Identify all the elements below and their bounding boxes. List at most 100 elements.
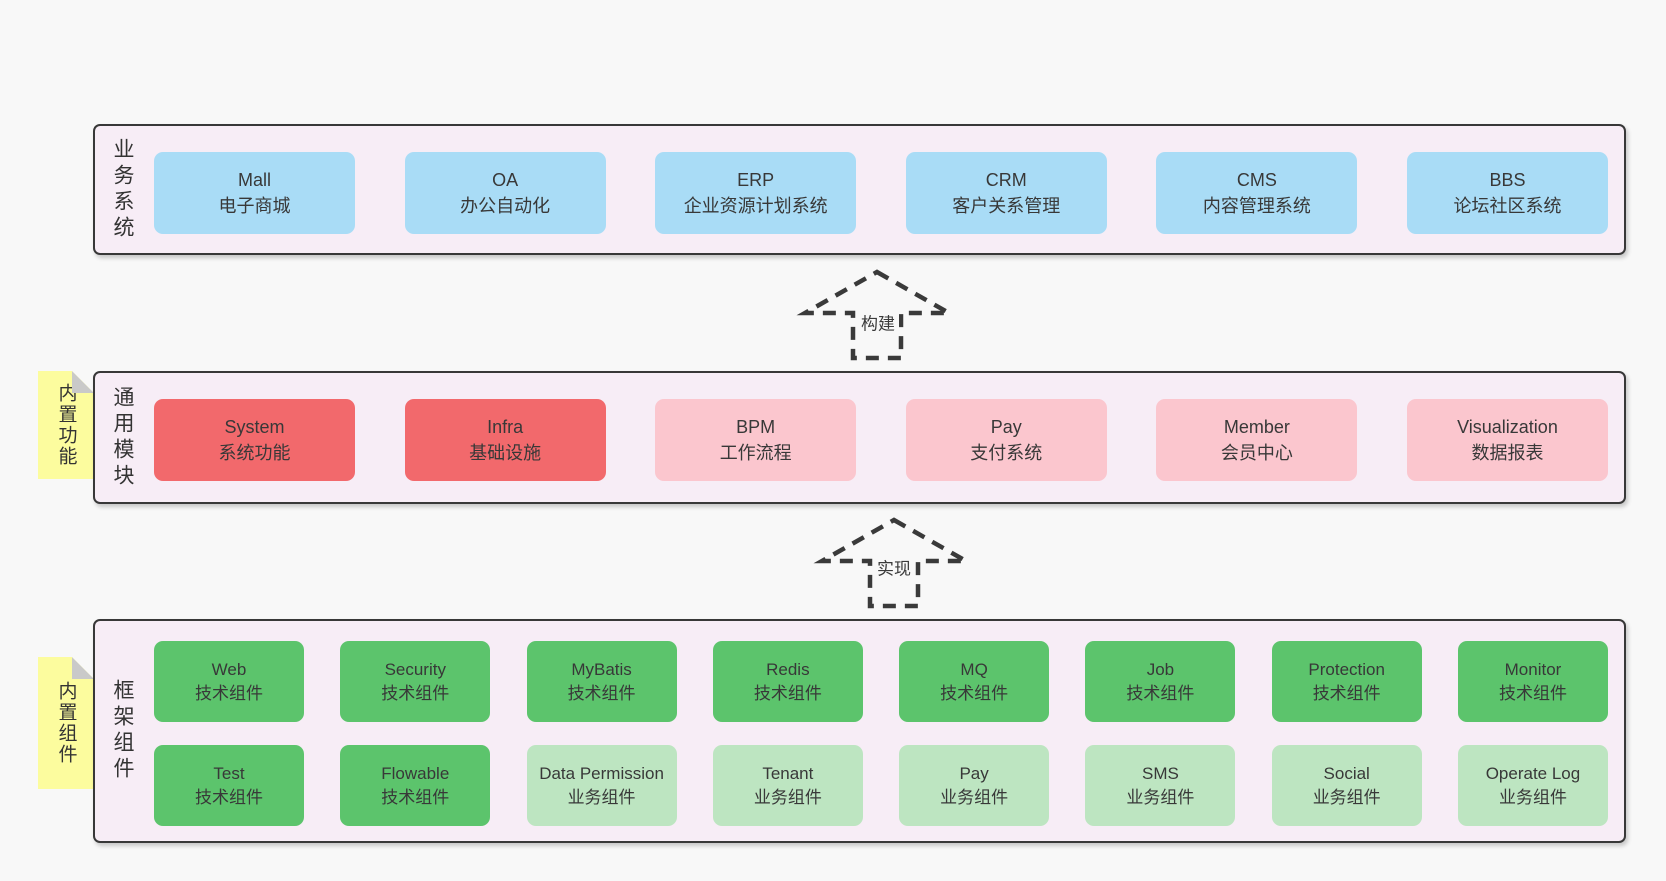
box-subtitle: 基础设施 [469, 443, 542, 463]
box-pay-business: Pay 业务组件 [899, 745, 1050, 826]
box-title: Social [1323, 763, 1370, 783]
box-monitor: Monitor 技术组件 [1457, 641, 1608, 722]
implement-arrow-icon [813, 517, 975, 609]
box-subtitle: 论坛社区系统 [1453, 196, 1562, 216]
box-title: ERP [737, 170, 775, 190]
box-visualization: Visualization 数据报表 [1406, 399, 1608, 481]
box-title: Protection [1308, 659, 1385, 679]
box-cms: CMS 内容管理系统 [1156, 152, 1358, 234]
box-title: Pay [959, 763, 989, 783]
box-title: Test [213, 763, 245, 783]
box-mall: Mall 电子商城 [154, 152, 355, 234]
box-title: Monitor [1504, 659, 1562, 679]
box-title: System [224, 417, 285, 437]
layer-business-systems: 业务系统 Mall 电子商城 OA 办公自动化 ERP 企业资源计划系统 CRM… [93, 124, 1626, 255]
box-sms: SMS 业务组件 [1085, 745, 1236, 826]
box-crm: CRM 客户关系管理 [905, 152, 1107, 234]
box-subtitle: 技术组件 [381, 683, 450, 703]
layer-label: 框架组件 [111, 679, 134, 783]
box-title: MyBatis [571, 659, 632, 679]
box-bpm: BPM 工作流程 [655, 399, 857, 481]
sticky-note-label: 内置组件 [55, 681, 77, 765]
box-title: Flowable [381, 763, 450, 783]
box-subtitle: 支付系统 [970, 443, 1043, 463]
box-title: Pay [990, 417, 1022, 437]
box-title: Operate Log [1485, 763, 1581, 783]
sticky-note-built-in-components: 内置组件 [38, 657, 94, 789]
box-subtitle: 技术组件 [1126, 683, 1195, 703]
components-box-row-2: Test 技术组件 Flowable 技术组件 Data Permission … [154, 745, 1608, 826]
box-title: Infra [487, 417, 524, 437]
sticky-note-built-in-functions: 内置功能 [38, 371, 94, 479]
box-title: Job [1146, 659, 1175, 679]
box-flowable: Flowable 技术组件 [340, 745, 491, 826]
box-redis: Redis 技术组件 [712, 641, 863, 722]
box-subtitle: 系统功能 [218, 443, 291, 463]
layer-framework-components: 框架组件 Web 技术组件 Security 技术组件 MyBatis 技术组件… [93, 619, 1626, 843]
box-subtitle: 技术组件 [753, 683, 822, 703]
box-subtitle: 电子商城 [218, 196, 291, 216]
box-subtitle: 技术组件 [940, 683, 1009, 703]
modules-box-row: System 系统功能 Infra 基础设施 BPM 工作流程 Pay 支付系统… [154, 399, 1608, 481]
box-title: CMS [1236, 170, 1277, 190]
box-title: BPM [736, 417, 776, 437]
build-arrow-icon [796, 269, 958, 361]
box-title: BBS [1489, 170, 1526, 190]
box-subtitle: 技术组件 [567, 683, 636, 703]
box-tenant: Tenant 业务组件 [712, 745, 863, 826]
box-title: MQ [960, 659, 988, 679]
box-subtitle: 业务组件 [940, 787, 1009, 807]
box-operate-log: Operate Log 业务组件 [1457, 745, 1608, 826]
layer-label: 通用模块 [111, 385, 134, 490]
box-subtitle: 业务组件 [753, 787, 822, 807]
box-subtitle: 业务组件 [567, 787, 636, 807]
business-box-row: Mall 电子商城 OA 办公自动化 ERP 企业资源计划系统 CRM 客户关系… [154, 152, 1608, 234]
box-member: Member 会员中心 [1156, 399, 1358, 481]
box-mybatis: MyBatis 技术组件 [526, 641, 677, 722]
box-erp: ERP 企业资源计划系统 [655, 152, 857, 234]
box-subtitle: 客户关系管理 [952, 196, 1061, 216]
box-subtitle: 业务组件 [1126, 787, 1195, 807]
components-box-row-1: Web 技术组件 Security 技术组件 MyBatis 技术组件 Redi… [154, 641, 1608, 722]
layer-label: 业务系统 [111, 137, 134, 242]
box-title: OA [492, 170, 519, 190]
box-title: Redis [766, 659, 810, 679]
box-social: Social 业务组件 [1271, 745, 1422, 826]
layer-common-modules: 通用模块 System 系统功能 Infra 基础设施 BPM 工作流程 Pay… [93, 371, 1626, 504]
box-test: Test 技术组件 [154, 745, 304, 826]
box-protection: Protection 技术组件 [1271, 641, 1422, 722]
box-title: Data Permission [539, 763, 664, 783]
box-subtitle: 技术组件 [195, 787, 263, 807]
sticky-note-label: 内置功能 [55, 383, 77, 467]
box-subtitle: 工作流程 [719, 443, 792, 463]
box-infra: Infra 基础设施 [404, 399, 606, 481]
box-web: Web 技术组件 [154, 641, 304, 722]
box-data-permission: Data Permission 业务组件 [526, 745, 677, 826]
box-subtitle: 技术组件 [381, 787, 450, 807]
box-title: Visualization [1457, 417, 1558, 437]
box-subtitle: 内容管理系统 [1202, 196, 1311, 216]
box-pay: Pay 支付系统 [905, 399, 1107, 481]
box-mq: MQ 技术组件 [899, 641, 1050, 722]
box-title: Tenant [762, 763, 814, 783]
box-subtitle: 业务组件 [1312, 787, 1381, 807]
box-title: CRM [985, 170, 1027, 190]
box-subtitle: 技术组件 [1312, 683, 1381, 703]
box-system: System 系统功能 [154, 399, 355, 481]
box-subtitle: 业务组件 [1498, 787, 1567, 807]
box-subtitle: 技术组件 [195, 683, 263, 703]
box-title: Mall [237, 170, 271, 190]
box-subtitle: 数据报表 [1471, 443, 1544, 463]
box-oa: OA 办公自动化 [404, 152, 606, 234]
box-security: Security 技术组件 [340, 641, 491, 722]
box-subtitle: 会员中心 [1220, 443, 1293, 463]
box-title: Member [1223, 417, 1290, 437]
box-title: Web [211, 659, 247, 679]
implement-arrow-label: 实现 [873, 553, 915, 581]
folded-corner-icon [72, 371, 94, 393]
box-subtitle: 办公自动化 [460, 196, 551, 216]
box-title: Security [384, 659, 446, 679]
folded-corner-icon [72, 657, 94, 679]
box-subtitle: 企业资源计划系统 [683, 196, 828, 216]
box-subtitle: 技术组件 [1498, 683, 1567, 703]
